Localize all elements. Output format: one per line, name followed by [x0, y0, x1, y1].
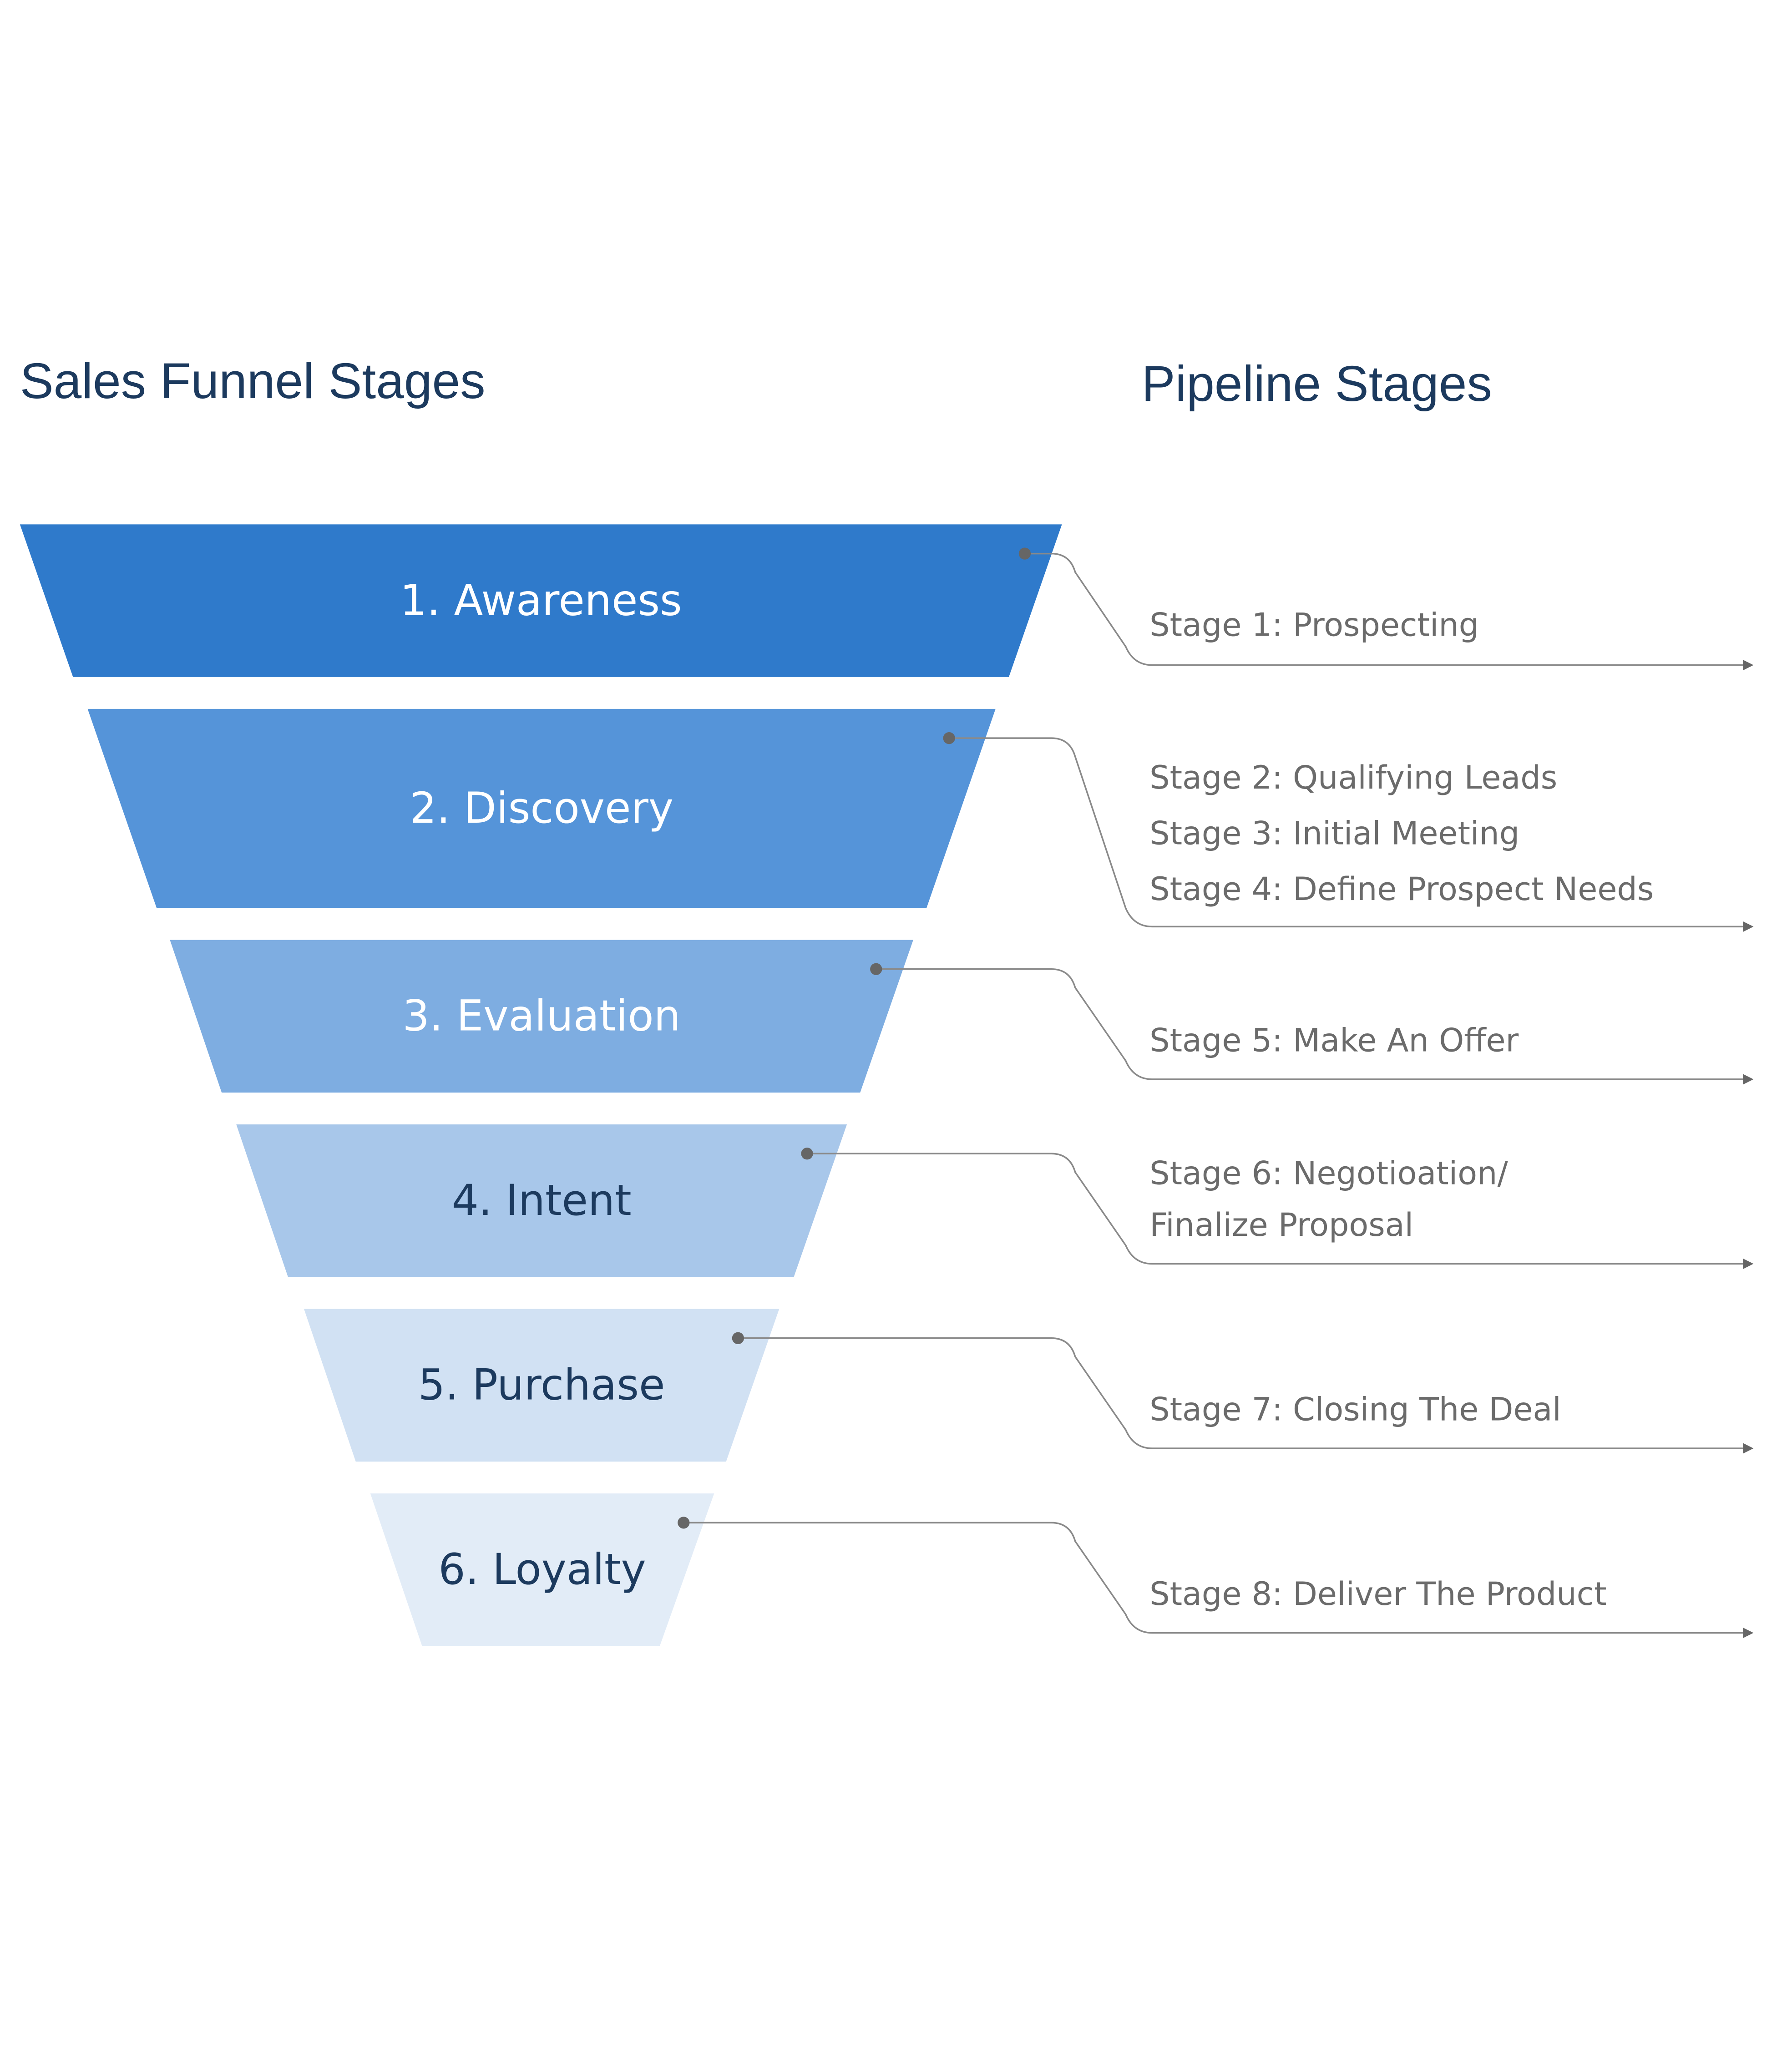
arrow-right-icon	[1743, 659, 1754, 671]
arrow-right-icon	[1743, 1258, 1754, 1270]
connector-dot	[943, 732, 955, 744]
pipeline-stage-label: Stage 4: Define Prospect Needs	[1149, 870, 1654, 908]
funnel-layers: 1. Awareness 2. Discovery 3. Evaluation 4. …	[20, 524, 1062, 1646]
funnel-layer-label: 5. Purchase	[418, 1361, 665, 1410]
connector-line	[683, 1522, 1744, 1634]
pipeline-stage-label: Stage 1: Prospecting	[1149, 606, 1479, 643]
connector-line	[1024, 552, 1744, 666]
pipeline-stage-label: Stage 5: Make An Offer	[1149, 1022, 1519, 1059]
arrow-right-icon	[1743, 1627, 1754, 1639]
connector-dot	[732, 1332, 744, 1344]
pipeline-stage-label: Stage 7: Closing The Deal	[1149, 1391, 1561, 1428]
connector-dot	[801, 1148, 813, 1160]
pipeline-stage-label: Stage 6: Negotioation/	[1149, 1154, 1508, 1192]
arrow-right-icon	[1743, 1443, 1754, 1454]
funnel-layer-label: 1. Awareness	[400, 576, 682, 625]
connector-line	[876, 968, 1744, 1080]
pipeline-title: Pipeline Stages	[1142, 356, 1492, 412]
connector-line	[807, 1153, 1744, 1265]
funnel-layer-6	[370, 1493, 714, 1646]
connector-dot	[1018, 547, 1031, 560]
funnel-layer-4	[236, 1124, 847, 1277]
pipeline-stage-label: Stage 2: Qualifying Leads	[1149, 759, 1557, 796]
pipeline-stage-label: Finalize Proposal	[1149, 1206, 1413, 1244]
arrow-right-icon	[1743, 1074, 1754, 1085]
funnel-layer-label: 2. Discovery	[410, 784, 673, 833]
arrow-right-icon	[1743, 921, 1754, 932]
funnel-layer-3	[170, 940, 913, 1093]
connector-dot	[678, 1517, 690, 1529]
sales-funnel-title: Sales Funnel Stages	[20, 353, 486, 409]
funnel-layer-label: 6. Loyalty	[438, 1545, 646, 1594]
connectors	[678, 547, 1754, 1639]
funnel-layer-2	[87, 708, 996, 908]
funnel-layer-5	[304, 1309, 780, 1462]
connector-line	[738, 1337, 1744, 1449]
connector-line	[949, 737, 1744, 928]
connector-dot	[870, 963, 882, 975]
funnel-layer-label: 3. Evaluation	[403, 992, 681, 1041]
pipeline-stage-label: Stage 3: Initial Meeting	[1149, 815, 1519, 852]
funnel-layer-1	[20, 524, 1062, 677]
funnel-layer-label: 4. Intent	[452, 1176, 632, 1225]
pipeline-stage-label: Stage 8: Deliver The Product	[1149, 1575, 1606, 1613]
